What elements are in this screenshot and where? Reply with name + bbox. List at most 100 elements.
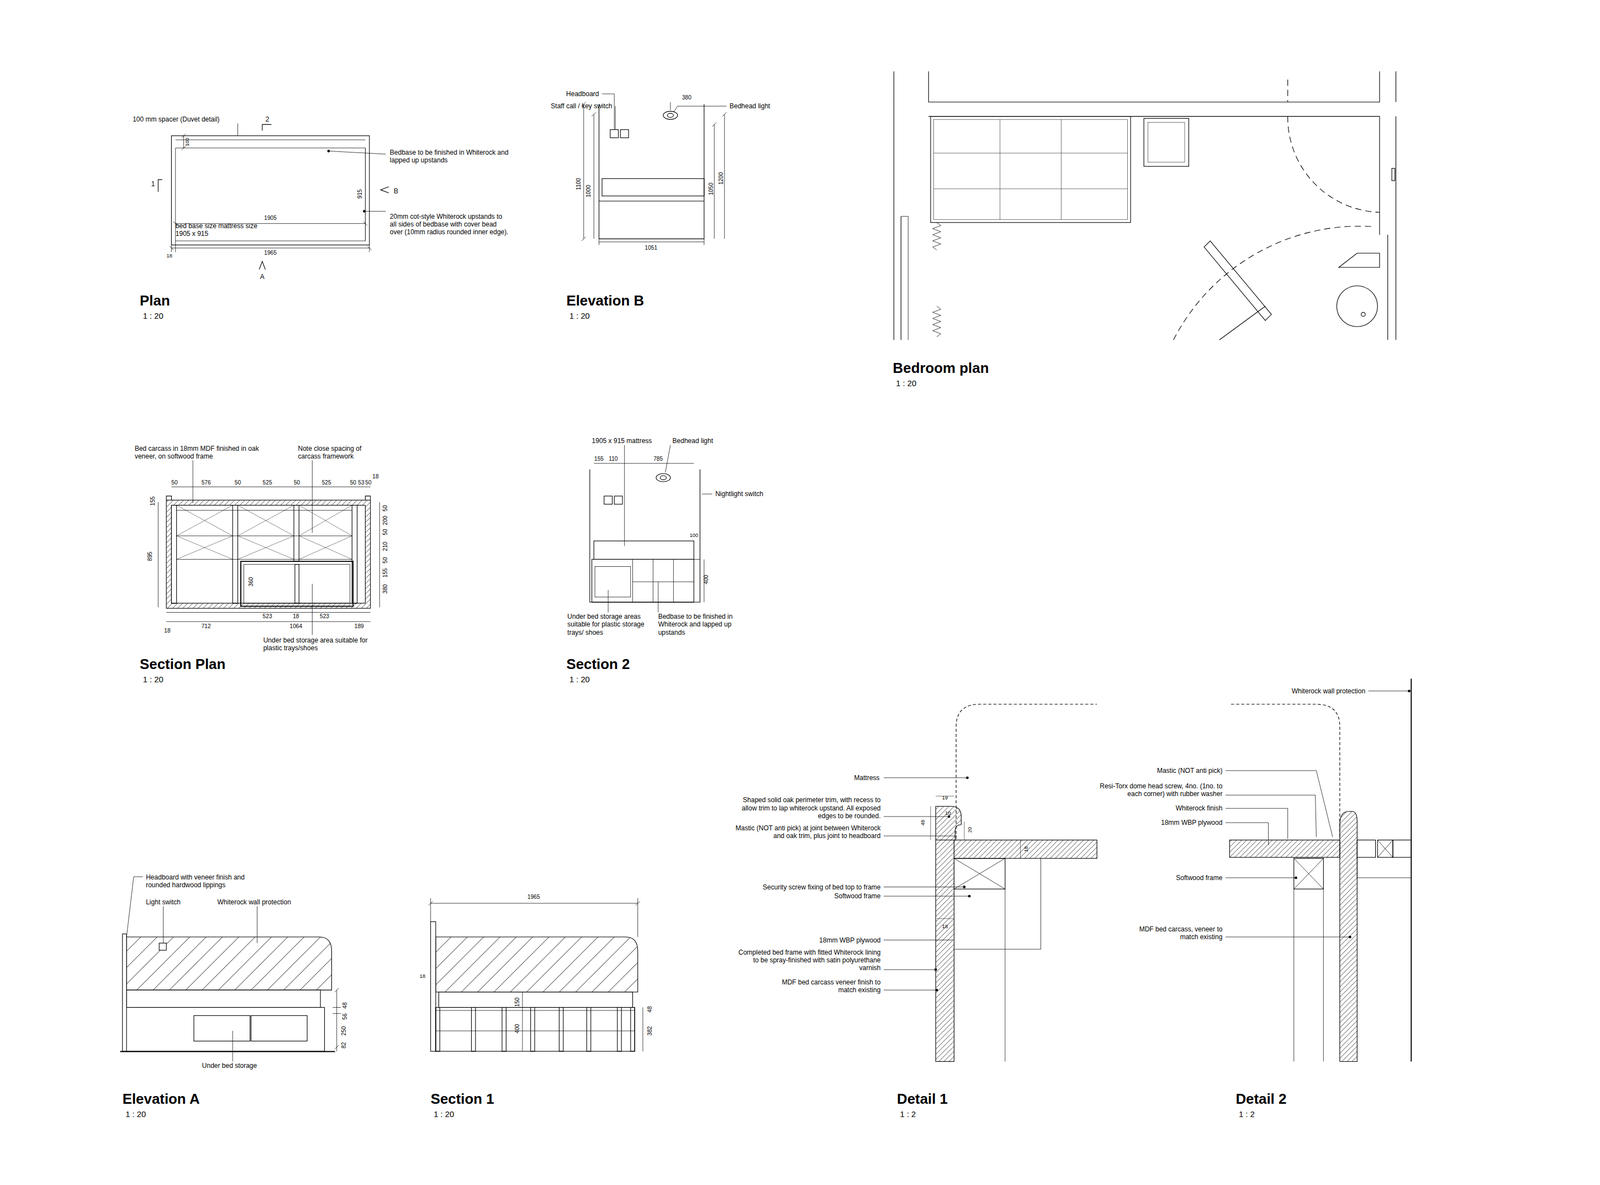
annotation: Under bed storage area suitable for plas… xyxy=(263,635,370,652)
annotation: 1 : 20 xyxy=(895,378,917,389)
dimension-text: 18 xyxy=(292,613,299,620)
dimension-text: 110 xyxy=(608,455,618,463)
annotation: 2 xyxy=(265,115,270,124)
dimension-text: 50 xyxy=(350,479,357,487)
annotation: Note close spacing of carcass framework xyxy=(298,444,378,461)
dimension-text: 210 xyxy=(382,541,389,551)
dimension-text: 200 xyxy=(382,515,389,526)
dimension-text: 400 xyxy=(514,1023,521,1034)
dimension-text: 1100 xyxy=(575,177,583,190)
annotation: Whiterock wall protection xyxy=(217,898,292,906)
annotation: MDF bed carcass veneer finish to match e… xyxy=(772,977,881,994)
dimension-text: 380 xyxy=(682,94,692,102)
dimension-text: 50 xyxy=(382,557,389,564)
dimension-text: 712 xyxy=(201,622,211,630)
dimension-text: 1200 xyxy=(717,172,725,186)
dimension-text: 380 xyxy=(382,584,389,594)
view-title: Elevation A xyxy=(122,1090,200,1108)
dimension-text: 50 xyxy=(293,479,300,487)
annotation: Completed bed frame with fitted Whiteroc… xyxy=(737,948,881,973)
dimension-text: 150 xyxy=(514,997,521,1007)
annotation: 1 : 2 xyxy=(1238,1109,1255,1120)
dimension-text: 50 xyxy=(234,479,241,487)
view-title: Section Plan xyxy=(139,655,226,673)
dimension-text: 48 xyxy=(920,819,927,826)
view-title: Section 1 xyxy=(430,1090,495,1108)
dimension-text: 18 xyxy=(1023,846,1030,852)
dimension-text: 523 xyxy=(262,613,273,620)
annotation: Under bed storage xyxy=(202,1061,257,1070)
annotation: A xyxy=(260,272,265,281)
dimension-text: 48 xyxy=(646,1006,654,1013)
annotation: Mastic (NOT anti pick) xyxy=(1157,766,1223,775)
dimension-text: 53 xyxy=(357,479,364,487)
dimension-text: 1050 xyxy=(708,182,715,196)
annotation: Under bed storage areas suitable for pla… xyxy=(567,612,658,637)
dimension-text: 82 xyxy=(340,1041,348,1048)
dimension-text: 18 xyxy=(942,923,948,930)
section-2 xyxy=(589,445,713,613)
annotation: Softwood frame xyxy=(833,891,881,900)
annotation: Mattress xyxy=(854,773,880,782)
dimension-text: 50 xyxy=(382,504,389,511)
dimension-text: 18 xyxy=(372,473,379,480)
dimension-text: 155 xyxy=(594,455,604,463)
annotation: Shaped solid oak perimeter trim, with re… xyxy=(740,796,881,821)
dimension-text: 189 xyxy=(354,622,364,630)
annotation: B xyxy=(393,186,399,195)
dimension-text: 56 xyxy=(341,1013,348,1020)
dimension-text: 100 xyxy=(184,137,191,146)
annotation: 20mm cot-style Whiterock upstands to all… xyxy=(389,212,511,237)
dimension-text: 1965 xyxy=(263,249,277,257)
dimension-text: 525 xyxy=(321,479,332,487)
annotation: Security screw fixing of bed top to fram… xyxy=(762,882,881,891)
annotation: 1905 x 915 mattress xyxy=(592,436,653,445)
dimension-text: 1000 xyxy=(585,184,593,198)
view-title: Elevation B xyxy=(566,292,644,310)
annotation: Resi-Torx dome head screw, 4no. (1no. to… xyxy=(1089,782,1223,799)
elevation-b xyxy=(581,93,727,245)
annotation: 1 : 20 xyxy=(125,1109,146,1120)
annotation: Bed carcass in 18mm MDF finished in oak … xyxy=(134,444,260,461)
dimension-text: 20 xyxy=(967,826,974,833)
dimension-text: 250 xyxy=(340,1026,348,1036)
dimension-text: 18 xyxy=(164,627,171,635)
annotation: Bedbase to be finished in Whiterock and … xyxy=(389,148,513,165)
annotation: Whiterock finish xyxy=(1175,804,1223,812)
annotation: Staff call / key switch xyxy=(550,102,612,110)
dimension-text: 155 xyxy=(382,567,389,578)
detail-2 xyxy=(1225,678,1412,1062)
view-title: Bedroom plan xyxy=(893,359,990,377)
annotation: 100 mm spacer (Duvet detail) xyxy=(132,115,220,124)
dimension-text: 50 xyxy=(382,528,389,535)
annotation: Nightlight switch xyxy=(715,489,764,498)
dimension-text: 1064 xyxy=(289,622,303,630)
dimension-text: 1905 xyxy=(263,214,277,222)
view-title: Plan xyxy=(139,292,171,310)
dimension-text: 400 xyxy=(702,574,710,585)
detail-1 xyxy=(883,704,1097,1062)
annotation: Headboard xyxy=(566,90,599,98)
annotation: Bedhead light xyxy=(672,436,714,445)
annotation: 1 : 20 xyxy=(569,311,590,322)
annotation: 1 : 20 xyxy=(143,311,164,322)
dimension-text: 576 xyxy=(201,479,211,487)
view-title: Detail 1 xyxy=(896,1090,948,1108)
annotation: Softwood frame xyxy=(1175,873,1223,882)
view-title: Detail 2 xyxy=(1235,1090,1287,1108)
dimension-text: 10 xyxy=(944,810,951,817)
annotation: Bedhead light xyxy=(729,102,770,110)
annotation: 1 : 20 xyxy=(433,1109,454,1120)
dimension-text: 382 xyxy=(646,1026,654,1036)
dimension-text: 19 xyxy=(942,794,948,801)
annotation: Mastic (NOT anti pick) at joint between … xyxy=(725,823,881,840)
annotation: 1 xyxy=(151,179,156,188)
dimension-text: 785 xyxy=(653,455,663,463)
dimension-text: 915 xyxy=(356,189,364,199)
plan-view xyxy=(157,123,389,270)
annotation: 18mm WBP plywood xyxy=(819,935,881,944)
dimension-text: 48 xyxy=(341,1001,348,1008)
dimension-text: 895 xyxy=(146,551,154,561)
dimension-text: 50 xyxy=(365,479,372,487)
annotation: Light switch xyxy=(145,898,181,906)
